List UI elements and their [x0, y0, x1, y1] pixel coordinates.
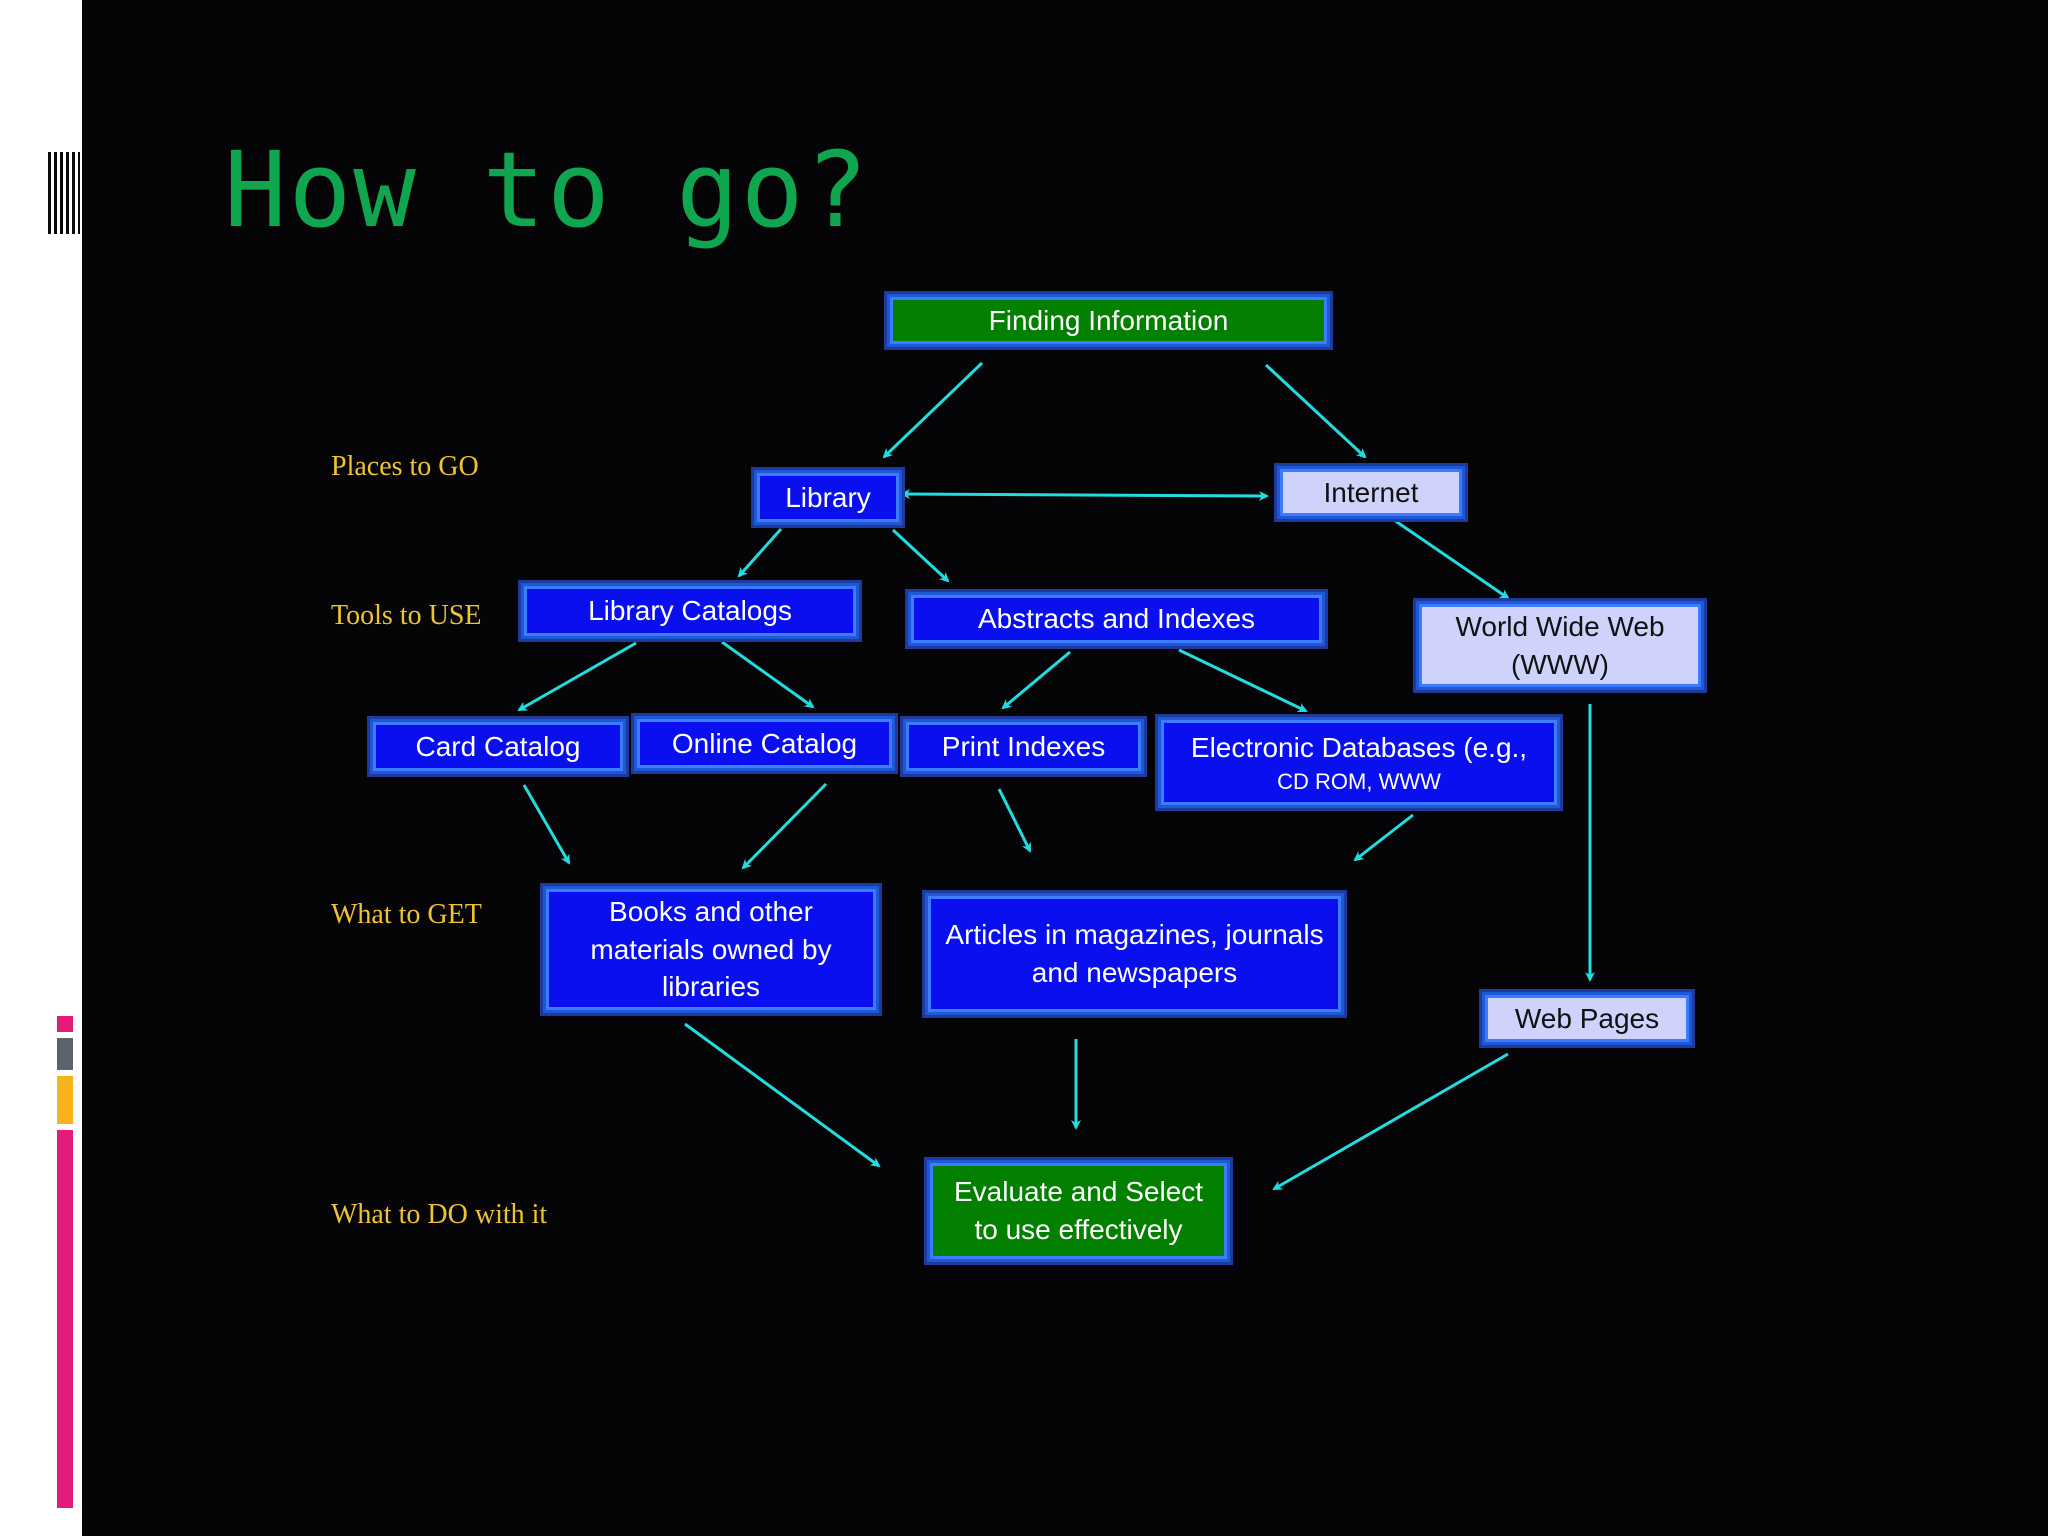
node-abstracts-indexes: Abstracts and Indexes [905, 589, 1328, 649]
node-internet-label: Internet [1323, 476, 1419, 508]
node-library: Library [751, 467, 905, 528]
arrow-abstracts-to-print [1001, 650, 1071, 710]
arrow-print-to-articles [997, 788, 1032, 853]
arrow-finding-to-library [882, 361, 984, 459]
node-online-catalog-label: Online Catalog [671, 727, 858, 759]
node-evaluate-select: Evaluate and Select to use effectively [924, 1157, 1233, 1265]
arrow-edb-to-articles [1353, 813, 1414, 862]
node-card-catalog-label: Card Catalog [415, 730, 581, 762]
node-web-pages: Web Pages [1479, 989, 1695, 1048]
node-print-indexes-label: Print Indexes [941, 730, 1106, 762]
arrow-catalogs-to-card [517, 641, 637, 712]
node-card-catalog: Card Catalog [367, 716, 629, 777]
arrow-library-internet [900, 489, 1269, 501]
node-articles-line2: and newspapers [1031, 957, 1238, 988]
node-internet: Internet [1274, 463, 1468, 522]
node-evaluate-line2: to use effectively [974, 1214, 1183, 1245]
arrow-internet-to-www [1393, 518, 1510, 600]
node-books-line2: materials owned by [590, 933, 832, 965]
arrow-card-to-books [522, 784, 571, 865]
node-books-materials: Books and other materials owned by libra… [540, 883, 882, 1016]
node-finding-information-label: Finding Information [988, 304, 1229, 336]
node-www-line2: (WWW) [1511, 648, 1609, 680]
node-articles-line1: Articles in magazines, journals [945, 919, 1324, 951]
node-articles: Articles in magazines, journals and news… [922, 890, 1347, 1018]
node-finding-information: Finding Information [884, 291, 1333, 350]
arrow-finding-to-internet [1264, 363, 1367, 459]
node-books-line3: libraries [661, 971, 761, 1003]
node-world-wide-web: World Wide Web (WWW) [1413, 598, 1707, 693]
arrow-online-to-books [741, 782, 828, 870]
node-evaluate-line1: Evaluate and Select [953, 1176, 1204, 1208]
decorative-stripes [48, 152, 80, 234]
accent-bar-orange [57, 1076, 73, 1124]
node-library-catalogs: Library Catalogs [518, 580, 862, 642]
arrow-webpages-to-evaluate [1272, 1052, 1509, 1191]
arrow-library-to-catalogs [737, 528, 783, 578]
arrow-catalogs-to-online [721, 640, 815, 709]
slide-title: How to go? [224, 129, 871, 251]
node-abstracts-indexes-label: Abstracts and Indexes [977, 603, 1256, 635]
node-online-catalog: Online Catalog [631, 713, 898, 774]
node-electronic-databases: Electronic Databases (e.g., CD ROM, WWW [1155, 714, 1563, 811]
accent-bar-pink-top [57, 1016, 73, 1032]
node-edb-line2: CD ROM, WWW [1277, 768, 1441, 794]
node-library-catalogs-label: Library Catalogs [588, 595, 792, 627]
row-label-places: Places to GO [331, 451, 479, 482]
node-library-label: Library [785, 481, 871, 513]
row-label-get: What to GET [331, 899, 482, 930]
node-web-pages-label: Web Pages [1514, 1002, 1660, 1034]
arrow-library-to-abstracts [891, 528, 950, 583]
accent-bar-gray [57, 1038, 73, 1070]
accent-bar-pink [57, 1130, 73, 1508]
arrow-books-to-evaluate [684, 1022, 881, 1168]
node-books-line1: Books and other [609, 895, 813, 927]
row-label-do: What to DO with it [331, 1199, 548, 1230]
node-edb-line1: Electronic Databases (e.g., [1190, 731, 1528, 763]
node-www-line1: World Wide Web [1455, 610, 1665, 642]
arrow-abstracts-to-edb [1178, 648, 1308, 713]
node-print-indexes: Print Indexes [900, 716, 1147, 777]
row-label-tools: Tools to USE [331, 600, 482, 631]
